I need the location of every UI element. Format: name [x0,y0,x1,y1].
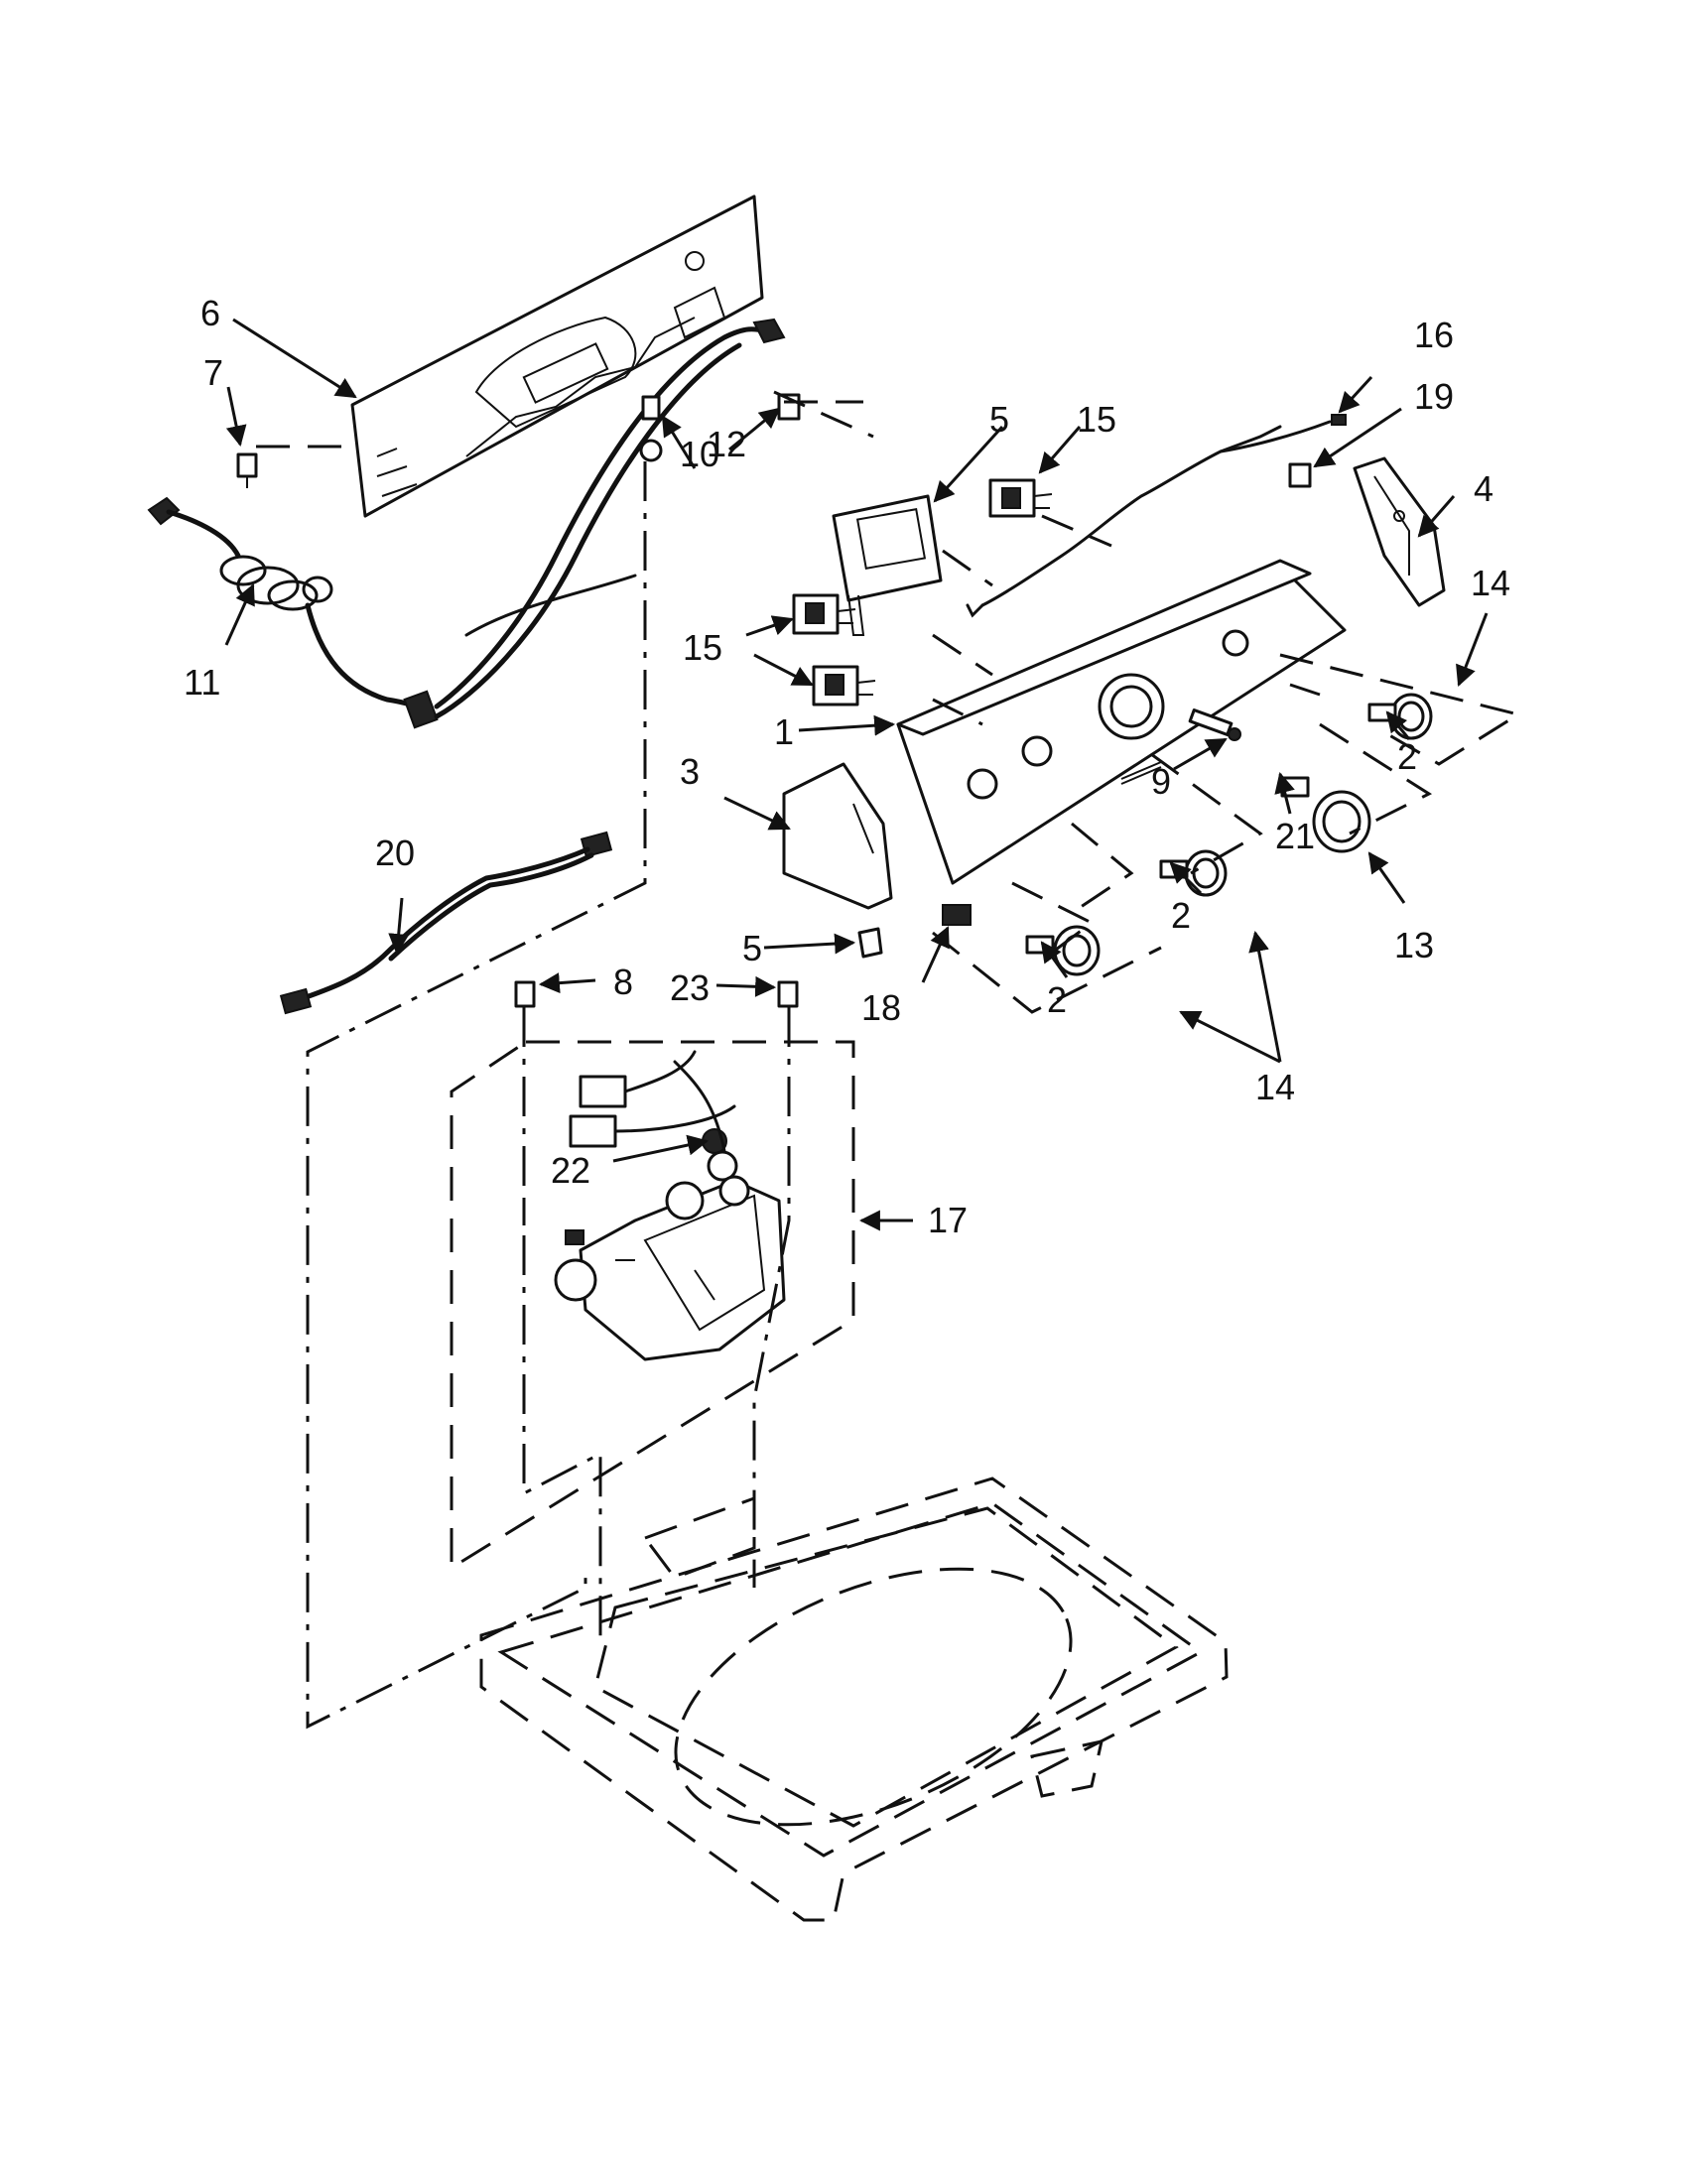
console-end-cap-right [1353,456,1446,607]
callout-7: 6 [200,293,220,333]
callout-5: 5 [742,928,762,968]
console-end-cap-left [782,762,893,910]
callout-6: 5 [989,399,1009,440]
callout-15-upper: 15 [1077,399,1116,440]
callout-leaders [224,318,1489,1231]
callout-21: 21 [1275,816,1315,856]
switch-lower [812,665,876,707]
knob-lower [1025,925,1101,976]
callout-8-lower: 8 [613,962,633,1002]
screw-23 [777,980,799,1008]
callout-14-upper: 14 [1471,563,1510,603]
indicator-lens [942,904,972,926]
callout-8-upper: 7 [203,352,223,393]
callout-22: 22 [551,1150,590,1191]
switch-middle [792,593,856,635]
callout-17: 17 [928,1200,968,1240]
cabinet-top [479,1477,1229,1922]
callout-23: 23 [670,967,710,1008]
callout-13: 13 [1394,925,1434,965]
valve-harness [569,1050,738,1182]
callout-14-lower: 14 [1255,1067,1295,1107]
callout-3: 3 [680,751,700,792]
callout-2-lower: 2 [1047,979,1067,1020]
callout-16: 16 [1414,315,1454,355]
screw-8-lower [514,980,536,1008]
knob-9-shaft [1188,708,1241,741]
screw-8-upper [236,452,258,488]
callout-2-right: 2 [1397,736,1417,777]
callout-9: 9 [1151,761,1171,802]
main-wire-harness [434,318,786,719]
console-rear-panel [350,194,764,518]
power-cord [147,496,439,729]
knob-right [1367,693,1433,740]
assembly-guide-lines [256,390,1522,1730]
callout-12: 12 [707,424,746,464]
callout-1: 1 [774,711,794,752]
callout-labels: 6 7 12 5 15 16 19 4 14 10 11 15 1 3 2 9 … [184,293,1510,1240]
console-body [896,559,1347,885]
switch-upper [988,478,1053,518]
screw-19 [1288,462,1312,488]
callout-4: 4 [1474,468,1493,509]
callout-15-lower: 15 [683,627,722,668]
callout-19: 19 [1414,376,1454,417]
water-inlet-valve-dispenser [554,1175,786,1361]
callout-10: 10 [680,434,719,474]
control-board [832,494,943,636]
callout-20: 20 [375,833,415,873]
clip [857,927,883,959]
callout-11: 11 [184,662,220,703]
callout-18: 18 [861,987,901,1028]
callout-2-middle: 2 [1171,895,1191,936]
console-wiring [966,414,1347,618]
wire-harness-20 [279,831,613,1015]
